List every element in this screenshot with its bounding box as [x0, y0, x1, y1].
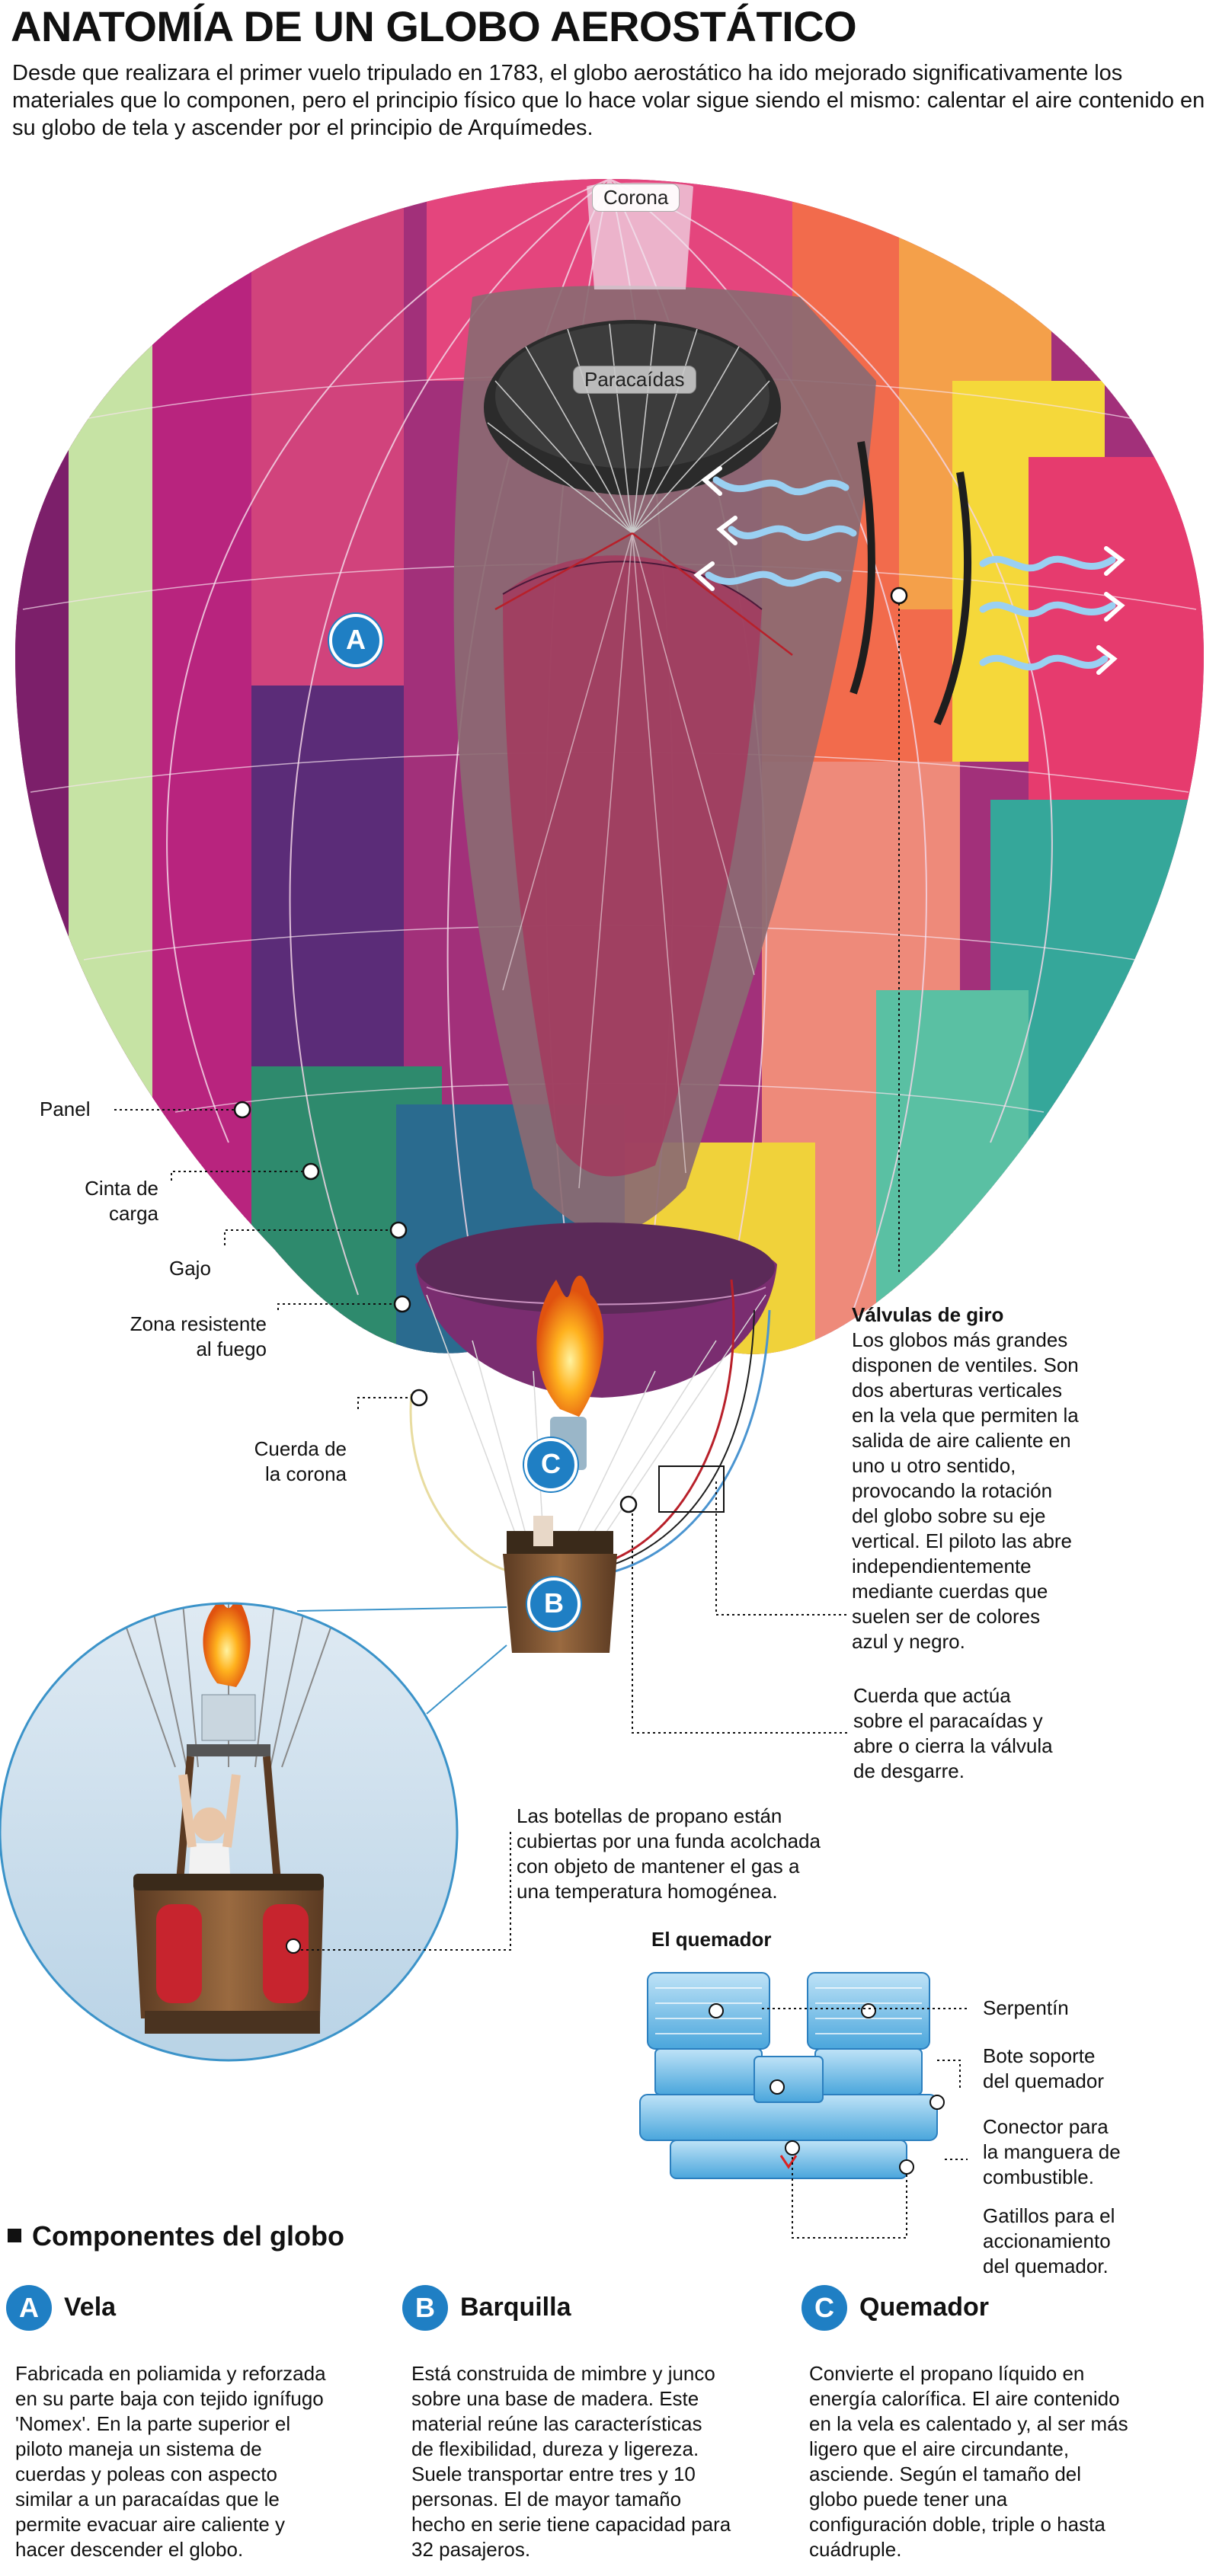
botellas-text: Las botellas de propano están cubiertas … — [517, 1804, 821, 1903]
comp-title-barquilla: Barquilla — [460, 2293, 571, 2322]
turning-vents — [849, 441, 971, 726]
quemador-title: El quemador — [651, 1928, 772, 1951]
label-gajo: Gajo — [169, 1257, 211, 1280]
burner-schematic — [639, 1972, 945, 2179]
label-panel: Panel — [40, 1098, 91, 1120]
parachute-label: Paracaídas — [573, 366, 696, 394]
basket-inset — [0, 1602, 459, 2062]
crown-label: Corona — [592, 184, 680, 212]
inset-connectors — [296, 1606, 507, 1715]
comp-body-quemador: Convierte el propano líquido en energía … — [809, 2362, 1128, 2561]
comp-title-vela: Vela — [64, 2293, 117, 2322]
leader-lines — [114, 598, 968, 2239]
valvulas-de-giro-text: Válvulas de giro Los globos más grandes … — [852, 1302, 1195, 1654]
cuerda-paracaidas-text: Cuerda que actúa sobre el paracaídas y a… — [853, 1684, 1053, 1782]
comp-body-vela: Fabricada en poliamida y reforzada en su… — [15, 2362, 326, 2561]
comp-badge-a: A — [6, 2285, 52, 2331]
badge-a: A — [329, 614, 382, 667]
comp-badge-c: C — [801, 2285, 847, 2331]
comp-body-barquilla: Está construida de mimbre y junco sobre … — [411, 2362, 731, 2561]
balloon-envelope — [15, 179, 1204, 1354]
parachute-valve — [484, 320, 793, 656]
label-serpentin: Serpentín — [983, 1996, 1069, 2019]
skirt — [415, 1222, 777, 1398]
badge-c: C — [524, 1438, 578, 1491]
hot-air-arrows — [693, 466, 1125, 675]
componentes-heading: Componentes del globo — [8, 2220, 344, 2252]
page-title: ANATOMÍA DE UN GLOBO AEROSTÁTICO — [11, 2, 857, 50]
comp-badge-b: B — [402, 2285, 448, 2331]
intro-text: Desde que realizara el primer vuelo trip… — [12, 61, 1205, 140]
badge-b: B — [527, 1577, 581, 1631]
comp-title-quemador: Quemador — [859, 2293, 990, 2322]
leader-dots — [233, 586, 908, 1513]
valvulas-title: Válvulas de giro — [852, 1303, 1004, 1326]
